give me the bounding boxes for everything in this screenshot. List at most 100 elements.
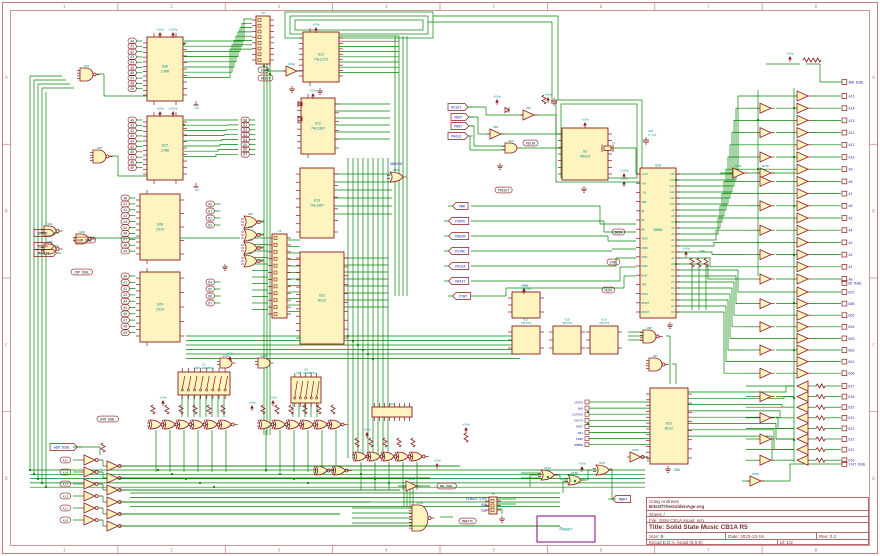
- gate-U15B[interactable]: U15B: [403, 477, 421, 492]
- gate-U8B[interactable]: U8B: [73, 230, 95, 245]
- svg-text:U9B: U9B: [248, 225, 253, 229]
- svg-text:GND: GND: [642, 200, 647, 204]
- resistor-pack-RP1[interactable]: RP1: [371, 403, 413, 422]
- gate-U14A[interactable]: U14A: [283, 62, 301, 77]
- gate-U23A[interactable]: U23A: [538, 466, 558, 481]
- gate-U23C[interactable]: U23C: [593, 461, 613, 476]
- svg-text:D1: D1: [671, 304, 675, 308]
- svg-text:A3: A3: [849, 241, 853, 245]
- flag-mwrt[interactable]: MWRT: [608, 495, 631, 503]
- xnor-gate-row-3[interactable]: [313, 465, 352, 476]
- svg-text:GND: GND: [674, 468, 680, 472]
- flag-phlda[interactable]: PHLDA: [444, 262, 470, 270]
- gate-U5B[interactable]: U5B: [487, 125, 505, 140]
- flag-mwrite[interactable]: MWRITE: [33, 249, 62, 257]
- gate-U9C[interactable]: U9C: [241, 238, 264, 255]
- gate-U15A[interactable]: U15A: [409, 501, 435, 532]
- flag-pwait[interactable]: PWAIT: [444, 277, 470, 285]
- gate-U9A[interactable]: U9A: [241, 212, 264, 229]
- svg-text:U5B: U5B: [493, 125, 498, 129]
- xnor-gate-row-2[interactable]: [352, 451, 429, 462]
- gate-U7B[interactable]: U7B: [90, 146, 113, 164]
- svg-text:+5Va: +5Va: [682, 247, 689, 251]
- svg-text:DO6: DO6: [849, 302, 855, 306]
- svg-text:MWRITE: MWRITE: [37, 252, 49, 256]
- svg-text:SMEMR: SMEMR: [574, 443, 583, 447]
- gate-U23B[interactable]: U23B: [565, 471, 585, 486]
- flag-pdbin[interactable]: PDBIN: [33, 242, 59, 250]
- flag-add-dsbl[interactable]: ADD DSBL: [49, 443, 82, 451]
- svg-text:A6: A6: [130, 71, 134, 75]
- flag-prdy[interactable]: PRDY: [450, 122, 474, 130]
- svg-text:A13: A13: [670, 184, 675, 188]
- connector-J5[interactable]: J5: [485, 492, 501, 515]
- svg-text:WAIT: WAIT: [642, 273, 649, 277]
- xnor-gate-row-1[interactable]: [257, 419, 348, 430]
- gate-U8D[interactable]: U8D: [41, 240, 63, 255]
- connector-J2[interactable]: J2: [252, 11, 274, 65]
- flag-pwr[interactable]: PWR: [448, 202, 469, 210]
- svg-text:SINP: SINP: [576, 437, 583, 441]
- flag-xrdy[interactable]: XRDY: [450, 113, 474, 121]
- flag-pint[interactable]: PINT: [448, 292, 471, 300]
- gate-U9D[interactable]: U9D: [241, 251, 264, 268]
- svg-text:A5: A5: [849, 216, 853, 220]
- connector-J3[interactable]: J3: [268, 229, 291, 319]
- gate-U21D[interactable]: U21D: [757, 164, 775, 179]
- gate-U6B[interactable]: U6B: [640, 326, 663, 344]
- gate-U9B[interactable]: U9B: [241, 225, 264, 242]
- svg-text:DI5: DI5: [849, 406, 855, 410]
- svg-text:+5Va: +5Va: [156, 107, 163, 111]
- gate-U30B[interactable]: U30B: [255, 354, 274, 369]
- gate-U21C[interactable]: U21C: [730, 164, 748, 179]
- hier-sheet-power[interactable]: Power: [536, 515, 596, 543]
- gate-U30A[interactable]: U30A: [217, 354, 236, 369]
- svg-text:74LS74: 74LS74: [521, 321, 531, 325]
- svg-text:+5Va: +5Va: [620, 177, 627, 181]
- gate-U7A[interactable]: U7A: [77, 64, 100, 82]
- svg-text:U22: U22: [666, 422, 672, 426]
- bus-section-addr[interactable]: A15A14A13A12A11A10A9A8A7A6A5A4A3A2A1A0AD…: [746, 79, 864, 285]
- svg-text:A0: A0: [849, 277, 853, 281]
- gate-U10A[interactable]: U10A: [387, 168, 407, 183]
- gate-U35A[interactable]: U35A: [627, 448, 648, 463]
- svg-text:A8: A8: [849, 180, 853, 184]
- flag-phold[interactable]: PHOLD: [447, 132, 473, 140]
- gate-U35B[interactable]: U35B: [747, 472, 765, 487]
- flag-pdbin[interactable]: PDBIN: [444, 232, 470, 240]
- gate-U5A[interactable]: U5A: [520, 106, 538, 121]
- flag-reset[interactable]: RESET: [447, 103, 473, 111]
- flag-psync[interactable]: PSYNC: [444, 247, 470, 255]
- svg-text:C20: C20: [648, 129, 653, 133]
- flag-smemr[interactable]: SMEMR: [33, 229, 59, 237]
- ic-U20[interactable]: +12V+5V-5VGNDΦ1Φ2WRINTEDBINSYNCHLDAWAITI…: [636, 164, 680, 319]
- gate-U6A[interactable]: U6A: [502, 139, 521, 154]
- gate-U6C[interactable]: U6C: [646, 354, 669, 372]
- xnor-gate-row-0[interactable]: [147, 419, 238, 430]
- flag-pinte[interactable]: PINTE: [444, 217, 470, 225]
- svg-text:U20: U20: [655, 164, 661, 168]
- gate-U8A[interactable]: U8A: [41, 222, 63, 237]
